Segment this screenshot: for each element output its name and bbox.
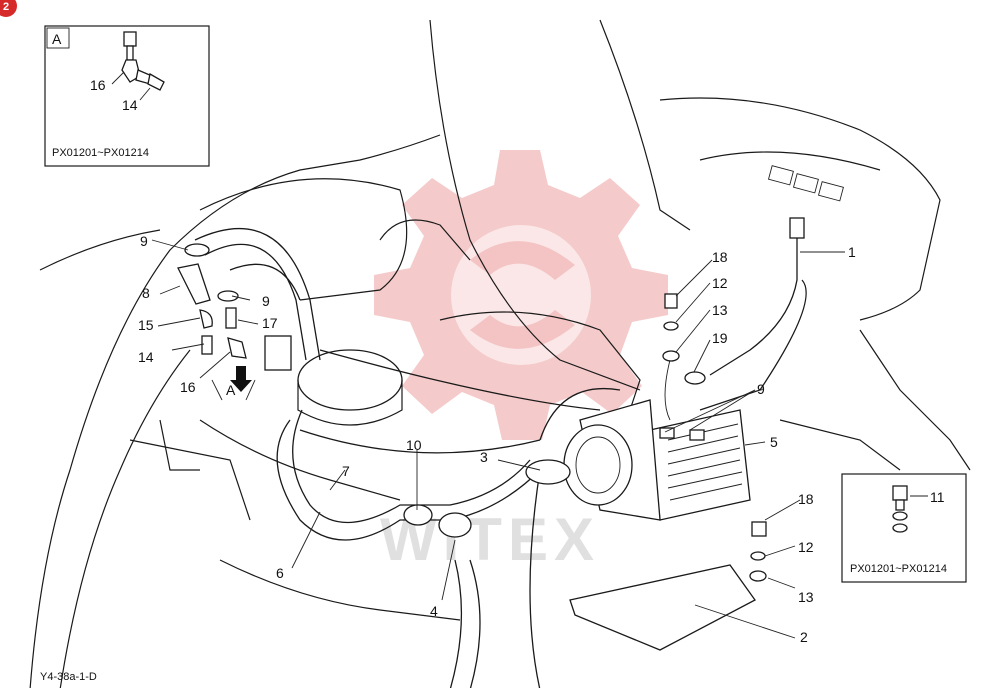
hose-fittings bbox=[177, 243, 767, 582]
callout-12-a: 12 bbox=[712, 275, 728, 291]
callout-13-b: 13 bbox=[798, 589, 814, 605]
inset-a-serial-range: PX01201~PX01214 bbox=[52, 147, 149, 159]
inset-a-label-14: 14 bbox=[122, 97, 138, 113]
inset-b: 11 PX01201~PX01214 bbox=[841, 473, 967, 583]
callout-8: 8 bbox=[142, 285, 150, 301]
callout-4: 4 bbox=[430, 603, 438, 619]
callout-18-a: 18 bbox=[712, 249, 728, 265]
callout-12-b: 12 bbox=[798, 539, 814, 555]
heater-unit bbox=[539, 388, 751, 521]
inset-a: A 16 14 PX01201~PX01214 bbox=[44, 25, 210, 167]
callout-7: 7 bbox=[342, 463, 350, 479]
callout-17: 17 bbox=[262, 315, 278, 331]
inset-b-serial-range: PX01201~PX01214 bbox=[850, 563, 947, 575]
cover-plate bbox=[569, 564, 756, 651]
leader-lines bbox=[151, 239, 845, 639]
wire-harness bbox=[664, 217, 807, 421]
callout-9-a: 9 bbox=[140, 233, 148, 249]
callout-labels: 1 2 3 4 5 6 7 8 9 9 9 10 12 12 13 13 14 … bbox=[138, 233, 856, 645]
callout-view-a: A bbox=[226, 382, 236, 398]
callout-3: 3 bbox=[480, 449, 488, 465]
callout-6: 6 bbox=[276, 565, 284, 581]
corner-badge: 2 bbox=[0, 0, 17, 17]
callout-5: 5 bbox=[770, 434, 778, 450]
callout-9-c: 9 bbox=[757, 381, 765, 397]
callout-18-b: 18 bbox=[798, 491, 814, 507]
callout-13-a: 13 bbox=[712, 302, 728, 318]
watermark-gear-logo: WITEX bbox=[374, 150, 668, 573]
corner-badge-number: 2 bbox=[3, 1, 9, 13]
callout-9-b: 9 bbox=[262, 293, 270, 309]
drawing-code: Y4-38a-1-D bbox=[40, 671, 97, 683]
callout-16: 16 bbox=[180, 379, 196, 395]
inset-b-label-11: 11 bbox=[930, 489, 945, 505]
callout-1: 1 bbox=[848, 244, 856, 260]
callout-15: 15 bbox=[138, 317, 154, 333]
callout-2: 2 bbox=[800, 629, 808, 645]
heater-hoses bbox=[194, 227, 601, 688]
inset-a-letter: A bbox=[52, 31, 62, 47]
callout-10: 10 bbox=[406, 437, 422, 453]
callout-14: 14 bbox=[138, 349, 154, 365]
callout-19: 19 bbox=[712, 330, 728, 346]
inset-a-label-16: 16 bbox=[90, 77, 106, 93]
machine-body-outline bbox=[29, 19, 971, 688]
coolant-reservoir bbox=[297, 349, 403, 426]
